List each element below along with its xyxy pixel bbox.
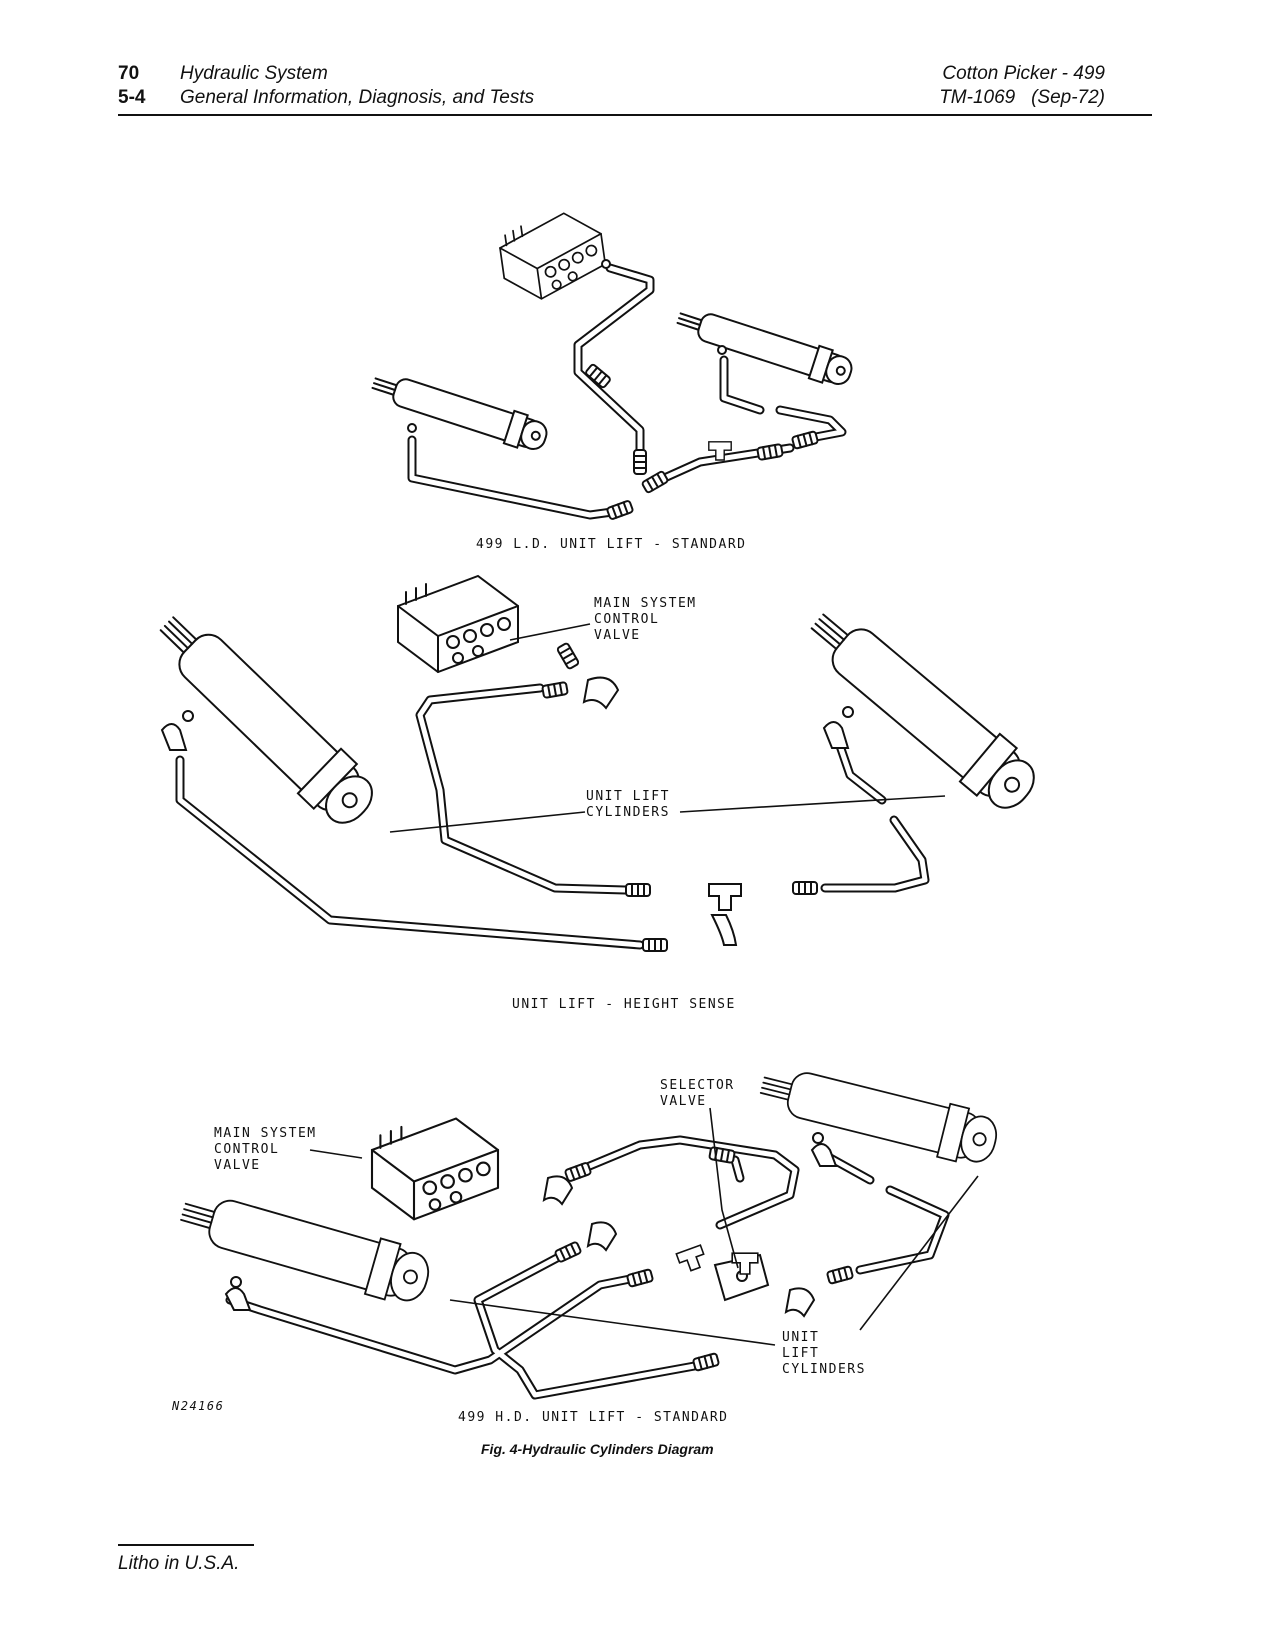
section-title: Hydraulic System xyxy=(180,63,328,84)
page-number: 70 xyxy=(118,63,140,84)
diagram-ld-standard xyxy=(367,207,857,521)
figure-caption: Fig. 4-Hydraulic Cylinders Diagram xyxy=(481,1441,714,1457)
section-subtitle: General Information, Diagnosis, and Test… xyxy=(180,87,535,108)
litho-note: Litho in U.S.A. xyxy=(118,1553,240,1574)
label-unit-lift-cylinders: UNIT LIFT CYLINDERS xyxy=(586,789,670,820)
manual-title: Cotton Picker - 499 xyxy=(942,63,1105,84)
drawing-code: N24166 xyxy=(172,1399,225,1413)
header-rule xyxy=(118,114,1152,116)
caption-ld-unit-lift-standard: 499 L.D. UNIT LIFT - STANDARD xyxy=(476,537,747,552)
footer-rule xyxy=(118,1544,254,1546)
diagram-height-sense xyxy=(144,575,1047,952)
label-main-system-control-valve: MAIN SYSTEM CONTROL VALVE xyxy=(594,596,697,643)
caption-height-sense: UNIT LIFT - HEIGHT SENSE xyxy=(512,997,736,1012)
label-unit-lift-cylinders-hd: UNIT LIFT CYLINDERS xyxy=(782,1330,866,1377)
label-selector-valve: SELECTOR VALVE xyxy=(660,1078,735,1109)
caption-hd-unit-lift-standard: 499 H.D. UNIT LIFT - STANDARD xyxy=(458,1410,729,1425)
section-number: 5-4 xyxy=(118,87,146,108)
label-main-system-control-valve-hd: MAIN SYSTEM CONTROL VALVE xyxy=(214,1126,317,1173)
diagram-hd-standard xyxy=(174,1057,1003,1400)
manual-number: TM-1069 (Sep-72) xyxy=(939,87,1105,108)
